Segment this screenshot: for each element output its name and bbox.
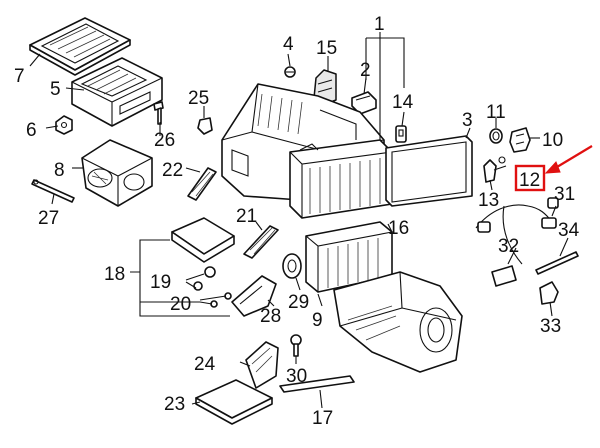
part-33-actuator (539, 281, 559, 305)
part-32-connector (491, 265, 517, 287)
callout-6: 6 (26, 120, 37, 141)
callout-17: 17 (312, 408, 333, 429)
part-29-gear (282, 253, 302, 279)
callout-32: 32 (498, 236, 519, 257)
callout-13: 13 (478, 190, 499, 211)
part-27-rod (31, 179, 75, 203)
callout-27: 27 (38, 208, 59, 229)
callout-15: 15 (316, 38, 337, 59)
callout-3: 3 (462, 110, 473, 131)
part-10-expansion-valve (509, 127, 531, 153)
callout-labels: 7 5 6 26 8 27 4 15 2 1 14 3 11 10 12 13 … (14, 14, 580, 429)
callout-20: 20 (170, 294, 191, 315)
callout-31: 31 (554, 184, 575, 205)
callout-18: 18 (104, 264, 125, 285)
callout-21: 21 (236, 206, 257, 227)
callout-25: 25 (188, 88, 209, 109)
part-31-harness (475, 197, 559, 265)
callout-28: 28 (260, 306, 281, 327)
callout-4: 4 (283, 34, 294, 55)
part-17-strip (279, 375, 355, 393)
callout-22: 22 (162, 160, 183, 181)
callout-2: 2 (360, 60, 371, 81)
part-7-filter-cover (29, 17, 131, 76)
callout-29: 29 (288, 292, 309, 313)
callout-10: 10 (542, 130, 563, 151)
part-30-bolt (290, 334, 302, 357)
part-13-sensor (483, 156, 507, 183)
callout-5: 5 (50, 79, 61, 100)
leader-lines (29, 32, 569, 409)
callout-11: 11 (486, 102, 506, 123)
part-28-duct (231, 275, 277, 317)
part-19-grommets (193, 266, 216, 291)
part-6-clip (55, 115, 73, 135)
callout-12: 12 (519, 170, 540, 191)
callout-24: 24 (194, 354, 216, 375)
callout-8: 8 (54, 160, 65, 181)
callout-16: 16 (388, 218, 409, 239)
callout-26: 26 (154, 130, 175, 151)
part-25-clip (197, 117, 213, 135)
part-8-blower-housing (81, 139, 153, 207)
part-21-seal (243, 225, 279, 259)
callout-33: 33 (540, 316, 561, 337)
lower-hvac-case (333, 271, 463, 373)
callout-14: 14 (392, 92, 414, 113)
callout-19: 19 (150, 272, 171, 293)
callout-30: 30 (286, 366, 307, 387)
callout-23: 23 (164, 394, 185, 415)
part-3-filter-frame (385, 135, 473, 207)
part-18-filter-element (171, 217, 235, 263)
part-4-clip (284, 66, 296, 78)
part-20-screws (210, 292, 232, 308)
part-34-rod (535, 251, 579, 275)
part-11-o-ring (489, 128, 503, 144)
callout-34: 34 (558, 220, 580, 241)
part-24-bracket (245, 341, 279, 389)
callout-7: 7 (14, 66, 25, 87)
callout-9: 9 (312, 310, 323, 331)
part-22-seal (187, 167, 217, 201)
part-23-tray (195, 379, 273, 425)
callout-1: 1 (374, 14, 385, 35)
part-14-clip (395, 125, 407, 143)
part-5-upper-housing (71, 57, 163, 127)
part-1-evaporator-core (289, 139, 393, 219)
part-26-screw (153, 101, 164, 125)
highlight-callout-12 (514, 145, 593, 192)
part-2-bracket (351, 91, 377, 115)
